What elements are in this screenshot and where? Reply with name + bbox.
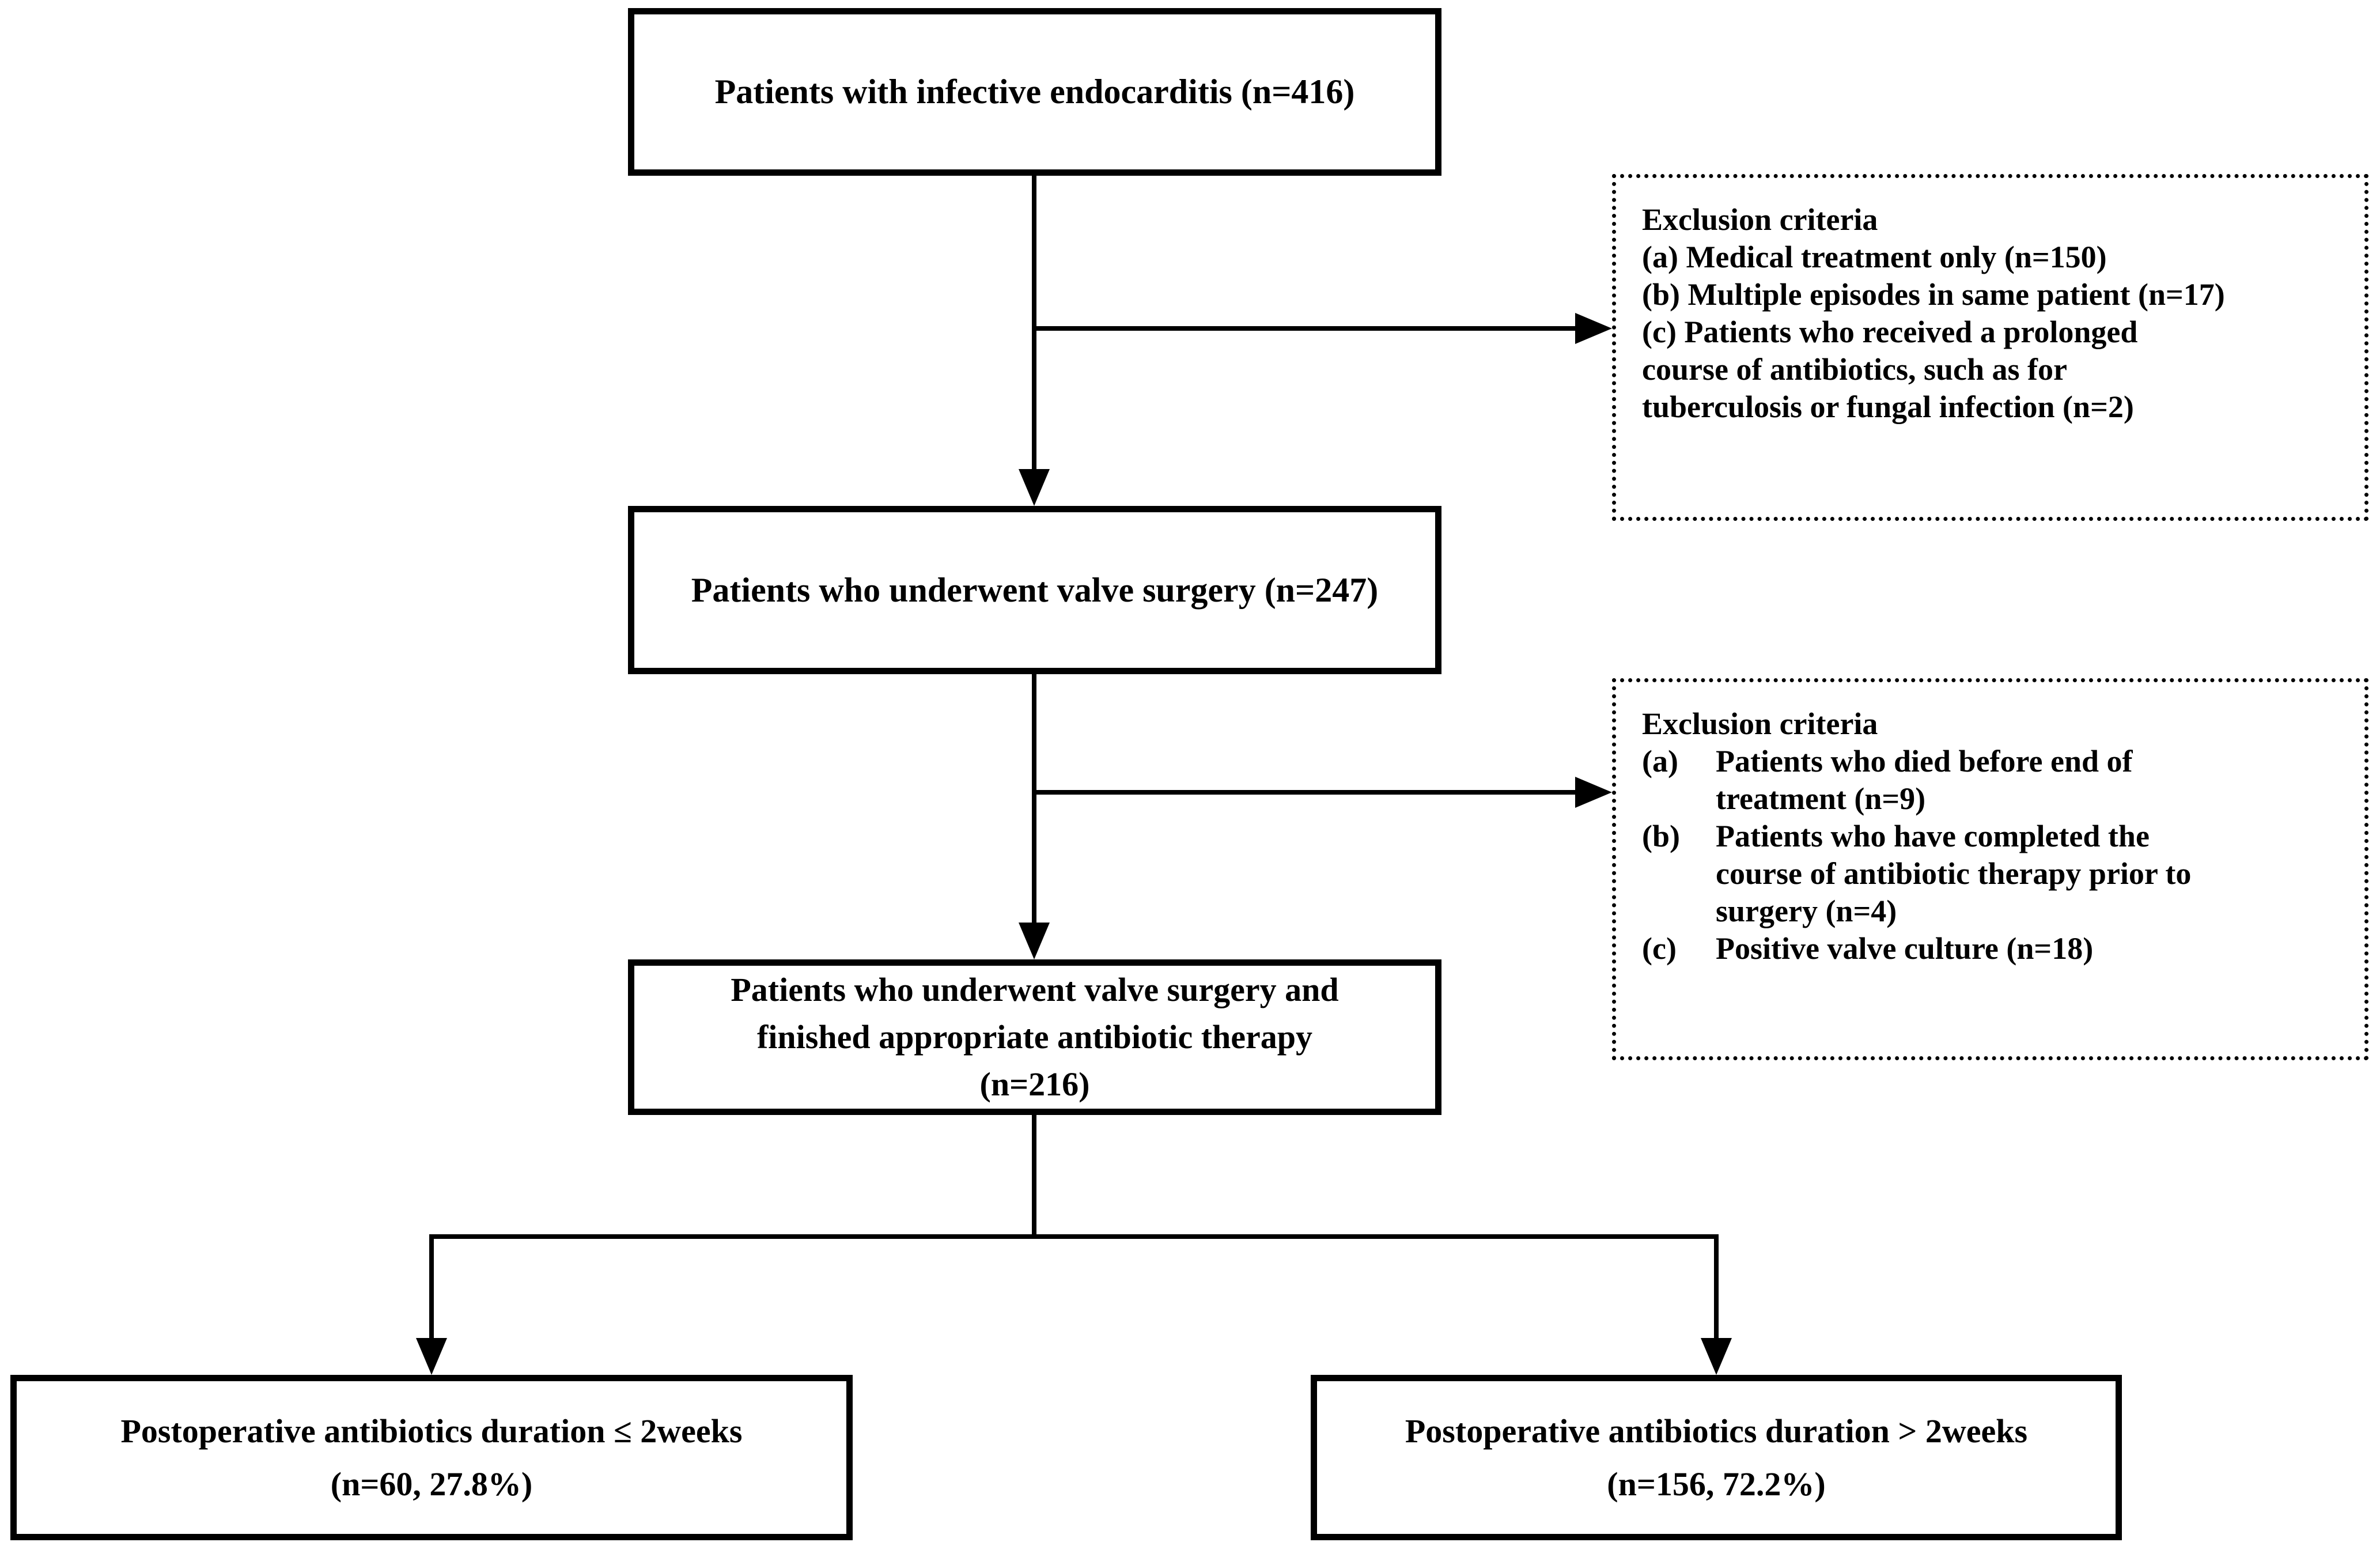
box-infective-endocarditis-label: Patients with infective endocarditis (n=… xyxy=(714,73,1355,111)
exclusion-2-item-c: (c) Positive valve culture (n=18) xyxy=(1642,930,2353,967)
box-valve-surgery-antibiotic-therapy-label: Patients who underwent valve surgery and… xyxy=(731,971,1339,1103)
box-valve-surgery: Patients who underwent valve surgery (n=… xyxy=(628,506,1441,674)
arrowhead-right-icon xyxy=(1575,777,1612,808)
box-infective-endocarditis: Patients with infective endocarditis (n=… xyxy=(628,8,1441,176)
box-postop-2weeks-or-less: Postoperative antibiotics duration ≤ 2we… xyxy=(10,1375,853,1540)
connector-split-to-right-outcome xyxy=(1714,1234,1719,1340)
connector-branch-to-exclusion-1 xyxy=(1032,326,1576,331)
arrowhead-down-icon xyxy=(1701,1338,1732,1375)
exclusion-2-item-b-marker: (b) xyxy=(1642,819,1680,853)
connector-split-horizontal xyxy=(429,1234,1719,1239)
exclusion-criteria-box-1: Exclusion criteria (a) Medical treatment… xyxy=(1612,174,2368,521)
box-postop-more-than-2weeks-label: Postoperative antibiotics duration > 2we… xyxy=(1405,1412,2028,1503)
connector-box2-to-box3 xyxy=(1032,671,1036,924)
exclusion-2-item-c-marker: (c) xyxy=(1642,931,1677,966)
connector-branch-to-exclusion-2 xyxy=(1032,790,1576,795)
arrowhead-down-icon xyxy=(1019,923,1050,959)
arrowhead-right-icon xyxy=(1575,313,1612,344)
box-valve-surgery-label: Patients who underwent valve surgery (n=… xyxy=(691,570,1379,609)
exclusion-1-item-c: (c) Patients who received a prolonged co… xyxy=(1642,315,2138,424)
exclusion-1-item-a: (a) Medical treatment only (n=150) xyxy=(1642,240,2107,274)
connector-split-to-left-outcome xyxy=(429,1234,434,1340)
exclusion-2-item-b: (b) Patients who have completed the cour… xyxy=(1642,818,2353,930)
exclusion-2-item-a-text: Patients who died before end of treatmen… xyxy=(1716,744,2133,816)
exclusion-2-item-a: (a) Patients who died before end of trea… xyxy=(1642,743,2353,818)
arrowhead-down-icon xyxy=(416,1338,447,1375)
exclusion-2-item-b-text: Patients who have completed the course o… xyxy=(1716,819,2192,928)
exclusion-1-item-b: (b) Multiple episodes in same patient (n… xyxy=(1642,277,2225,312)
exclusion-2-item-a-marker: (a) xyxy=(1642,744,1678,778)
exclusion-2-title: Exclusion criteria xyxy=(1642,706,1878,741)
exclusion-criteria-box-2: Exclusion criteria (a) Patients who died… xyxy=(1612,678,2368,1060)
box-postop-2weeks-or-less-label: Postoperative antibiotics duration ≤ 2we… xyxy=(120,1412,743,1503)
box-postop-more-than-2weeks: Postoperative antibiotics duration > 2we… xyxy=(1311,1375,2122,1540)
arrowhead-down-icon xyxy=(1019,469,1050,506)
connector-box1-to-box2 xyxy=(1032,173,1036,473)
exclusion-2-item-c-text: Positive valve culture (n=18) xyxy=(1716,931,2094,966)
box-valve-surgery-antibiotic-therapy: Patients who underwent valve surgery and… xyxy=(628,959,1441,1115)
connector-box3-to-split xyxy=(1032,1112,1036,1239)
exclusion-1-title: Exclusion criteria xyxy=(1642,202,1878,237)
